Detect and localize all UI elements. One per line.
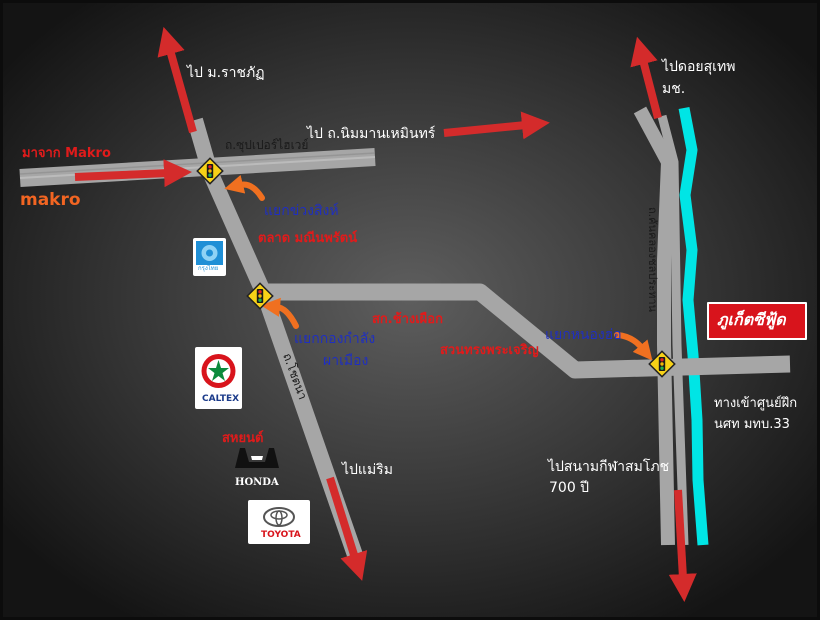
honda-logo: HONDA: [227, 448, 287, 492]
label-to-doi-suthep: ไปดอยสุเทพ: [662, 59, 736, 75]
direction-arrow-icon: [157, 26, 197, 134]
label-superhighway: ถ.ซุปเปอร์ไฮเวย์: [225, 138, 309, 152]
label-to-doi-suthep-2: มช.: [662, 81, 686, 97]
canal-road-east: [657, 114, 689, 546]
pha-mueang-road: [267, 283, 791, 379]
turn-arrow-icon: [224, 174, 265, 201]
caltex-label: CALTEX: [202, 394, 240, 404]
label-training-center: ทางเข้าศูนย์ฝึก: [714, 396, 798, 411]
label-to-nimman: ไป ถ.นิมมานเหมินทร์: [307, 126, 436, 142]
label-from-makro: มาจาก Makro: [22, 146, 111, 161]
direction-arrow-icon: [443, 111, 550, 140]
direction-arrow-icon: [74, 159, 192, 188]
direction-arrow-icon: [326, 476, 368, 581]
toyota-label: TOYOTA: [261, 530, 301, 540]
restaurant-banner: ภูเก็ตซีฟู้ด: [707, 302, 807, 340]
label-khuang-sing: แยกข่วงสิงห์: [264, 203, 339, 219]
label-dealer: สหยนต์: [222, 431, 264, 446]
turn-arrow-icon: [224, 174, 653, 361]
chotana-road: [187, 117, 363, 558]
label-park: สวนทรงพระเจริญ: [440, 343, 539, 358]
label-market: ตลาด มณีนพรัตน์: [258, 231, 358, 246]
turn-arrow-icon: [260, 297, 299, 329]
caltex-star-icon: [201, 354, 236, 388]
label-sakor: สก.ช้างเผือก: [372, 312, 443, 327]
label-kong-kamlang: แยกกองกำลัง: [294, 331, 376, 347]
toyota-logo: TOYOTA: [248, 500, 310, 544]
krungthai-label: กรุงไทย: [198, 265, 219, 272]
direction-arrow-icon: [74, 26, 697, 602]
label-to-mae-rim: ไปแม่ริม: [342, 462, 393, 478]
label-training-center-2: นศท มทบ.33: [714, 417, 790, 432]
restaurant-name: ภูเก็ตซีฟู้ด: [717, 310, 786, 329]
krungthai-logo: กรุงไทย: [193, 238, 226, 276]
honda-label: HONDA: [235, 477, 279, 488]
toyota-emblem-icon: [263, 507, 295, 527]
makro-logo: makro: [20, 190, 81, 210]
label-to-stadium-2: 700 ปี: [549, 480, 590, 496]
canal-road-west: [633, 106, 675, 546]
label-to-rajabhat: ไป ม.ราชภัฏ: [187, 65, 265, 81]
label-nong-hor: แยกหนองฮ่อ: [545, 327, 622, 343]
honda-wing-icon: [235, 448, 279, 468]
label-to-stadium: ไปสนามกีฬาสมโภช: [548, 459, 670, 475]
krungthai-emblem-icon: [196, 241, 223, 265]
turn-arrow-icon: [614, 332, 653, 361]
direction-arrow-icon: [630, 36, 662, 120]
direction-arrow-icon: [668, 489, 697, 602]
canal: [678, 106, 709, 546]
canal-road-label: ถ.คันคลองชลประทาน: [646, 207, 659, 313]
caltex-logo: CALTEX: [195, 347, 242, 409]
label-pha-mueang: ผาเมือง: [323, 353, 369, 369]
